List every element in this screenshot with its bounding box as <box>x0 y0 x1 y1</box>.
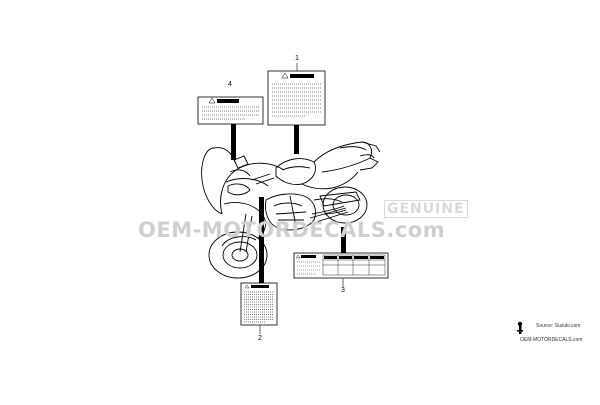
warning-label-4 <box>197 96 264 160</box>
source-credit: Source: Suzuki.com <box>536 323 581 329</box>
warning-label-1 <box>267 63 326 154</box>
callout-3: 3 <box>341 287 345 294</box>
callout-1: 1 <box>295 55 299 62</box>
warning-label-3 <box>293 227 389 287</box>
watermark-site-text: OEM-MOTORDECALS.com <box>138 218 446 242</box>
watermark-genuine-text: GENUINE <box>384 200 468 218</box>
callout-2: 2 <box>258 335 262 342</box>
site-credit: OEM-MOTORDECALS.com <box>520 337 583 343</box>
warning-label-2 <box>240 197 278 334</box>
oem-logo-icon <box>517 321 523 334</box>
callout-4: 4 <box>228 81 232 88</box>
